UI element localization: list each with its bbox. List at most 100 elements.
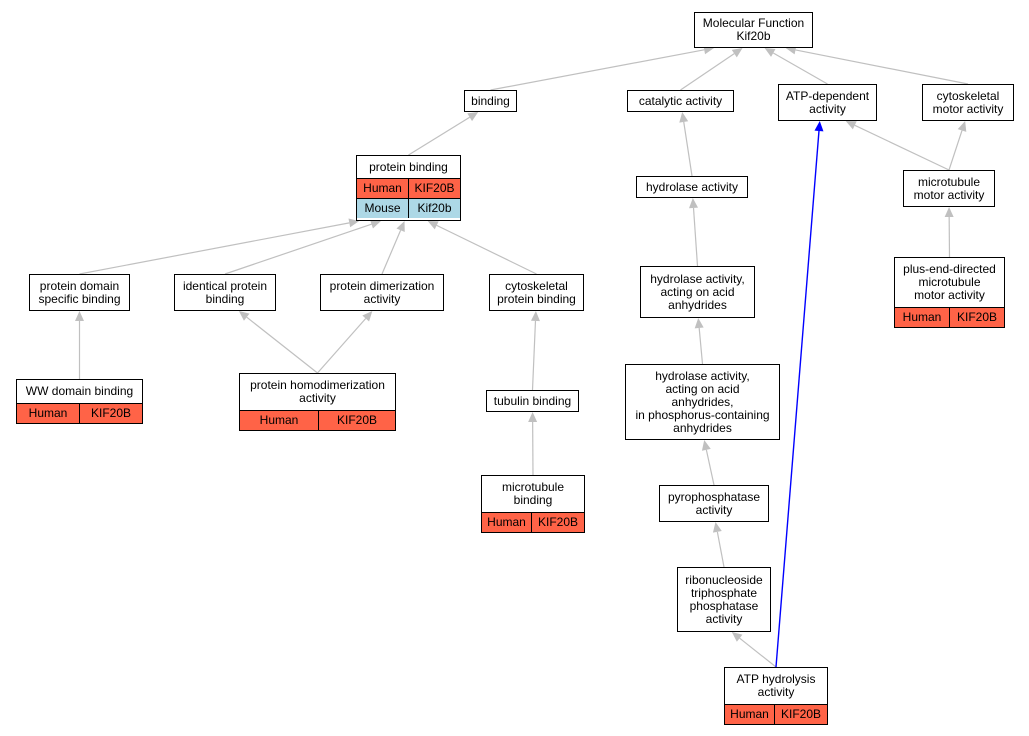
node-binding[interactable]: binding: [464, 90, 517, 112]
node-label-line: activity: [809, 101, 846, 116]
node-label-line: motor activity: [914, 288, 985, 302]
edge-line: [775, 130, 820, 668]
ortholog-gene-mouse: Kif20b: [409, 199, 460, 218]
ortholog-gene-human: KIF20B: [775, 705, 827, 724]
node-label-line: activity: [363, 291, 401, 306]
edge-arrowhead: [701, 440, 711, 451]
node-label-line: binding: [205, 291, 245, 306]
ortholog-species-human: Human: [17, 404, 80, 423]
node-label-line: identical protein: [182, 278, 268, 293]
node-label-line: acting on acid: [660, 284, 735, 299]
ortholog-gene-human: KIF20B: [950, 308, 1004, 327]
edge-line: [739, 637, 777, 668]
node-hydrolase-activity[interactable]: hydrolase activity: [636, 176, 748, 198]
edge-line: [692, 207, 699, 267]
edge-arrowhead: [712, 522, 722, 533]
node-label-line: activity: [695, 502, 733, 517]
edge-line: [680, 53, 735, 91]
ortholog-gene-human: KIF20B: [532, 513, 584, 532]
edge-line: [490, 49, 705, 91]
node-catalytic-activity[interactable]: catalytic activity: [627, 90, 734, 112]
edge-arrowhead: [944, 207, 954, 218]
node-label-line: protein domain: [39, 278, 120, 293]
node-label-line: anhydrides: [673, 420, 732, 435]
edge-line: [436, 224, 537, 275]
edge-arrowhead: [370, 219, 381, 229]
edge-arrowhead: [362, 311, 373, 322]
node-label-line: specific binding: [38, 291, 121, 306]
ortholog-species-human: Human: [357, 179, 409, 198]
node-label-line: Kif20b: [736, 29, 771, 43]
edge-line: [705, 449, 715, 486]
node-label-line: anhydrides: [668, 297, 727, 312]
edge-line: [224, 223, 372, 275]
edge-line: [79, 222, 350, 275]
node-label-line: binding: [513, 493, 553, 507]
node-label-line: hydrolase activity,: [655, 368, 750, 383]
ortholog-gene-human: KIF20B: [319, 411, 395, 430]
ortholog-species-human: Human: [725, 705, 775, 724]
edge-arrowhead: [957, 121, 967, 132]
node-label-line: catalytic activity: [638, 93, 723, 108]
node-label-line: activity: [757, 685, 795, 699]
edge-line: [531, 320, 537, 391]
node-label-line: ribonucleoside: [685, 572, 763, 587]
edge-arrowhead: [467, 112, 479, 122]
node-label-line: protein homodimerization: [250, 378, 385, 392]
edge-arrowhead: [845, 121, 857, 130]
node-label-line: binding: [471, 93, 510, 108]
node-label-line: pyrophosphatase: [667, 489, 761, 504]
edge-arrowhead: [814, 121, 824, 132]
edge-line: [246, 316, 318, 374]
node-label-line: anhydrides,: [671, 394, 734, 409]
node-label-line: WW domain binding: [25, 384, 134, 398]
node-label-line: cytoskeletal: [936, 88, 1000, 103]
node-label-line: protein binding: [369, 159, 448, 174]
edge-arrowhead: [530, 311, 540, 322]
ortholog-gene-human: KIF20B: [409, 179, 460, 198]
edge-line: [317, 318, 367, 374]
ortholog-species-human: Human: [895, 308, 950, 327]
edge-line: [408, 116, 471, 156]
edge-arrowhead: [689, 198, 699, 209]
ortholog-species-mouse: Mouse: [357, 199, 409, 218]
node-label-line: ATP hydrolysis: [736, 672, 816, 686]
node-label-line: activity: [299, 391, 336, 405]
node-label-line: triphosphate: [690, 585, 758, 600]
node-label-line: plus-end-directed: [903, 262, 996, 276]
edge-line: [698, 327, 704, 365]
edge-arrowhead: [764, 48, 776, 57]
node-tubulin-binding[interactable]: tubulin binding: [486, 390, 579, 412]
edge-arrowhead: [427, 221, 439, 230]
node-label-line: motor activity: [913, 187, 985, 202]
node-label-line: microtubule: [917, 174, 981, 189]
edge-arrowhead: [731, 48, 743, 58]
edge-arrowhead: [238, 311, 250, 321]
node-label-line: cytoskeletal: [505, 278, 568, 293]
edge-line: [772, 52, 828, 85]
edge-line: [948, 130, 963, 171]
node-label-line: protein binding: [497, 291, 576, 306]
edge-line: [381, 229, 402, 275]
node-label-line: microtubule: [918, 275, 981, 289]
edge-arrowhead: [396, 221, 405, 232]
node-label-line: ATP-dependent: [785, 88, 870, 103]
